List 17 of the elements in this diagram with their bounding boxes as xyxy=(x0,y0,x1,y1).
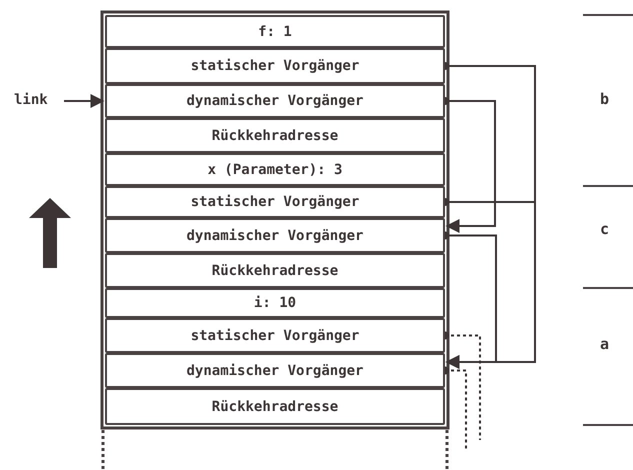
memory-cell: f: 1 xyxy=(105,15,445,48)
memory-cell: dynamischer Vorgänger xyxy=(105,218,445,253)
memory-cell: x (Parameter): 3 xyxy=(105,153,445,186)
memory-cell: i: 10 xyxy=(105,288,445,318)
memory-cell: dynamischer Vorgänger xyxy=(105,353,445,388)
frame-label: b xyxy=(600,90,610,108)
memory-cell: statischer Vorgänger xyxy=(105,48,445,84)
frame-label: a xyxy=(600,335,610,353)
memory-cell: statischer Vorgänger xyxy=(105,186,445,218)
pointer-label: link xyxy=(14,92,48,108)
frame-label: c xyxy=(600,220,610,238)
memory-cell: Rückkehradresse xyxy=(105,253,445,288)
memory-cell: Rückkehradresse xyxy=(105,388,445,425)
memory-cell: Rückkehradresse xyxy=(105,118,445,153)
memory-cell: statischer Vorgänger xyxy=(105,318,445,353)
memory-cell: dynamischer Vorgänger xyxy=(105,84,445,118)
pointer-arrow xyxy=(64,94,104,108)
